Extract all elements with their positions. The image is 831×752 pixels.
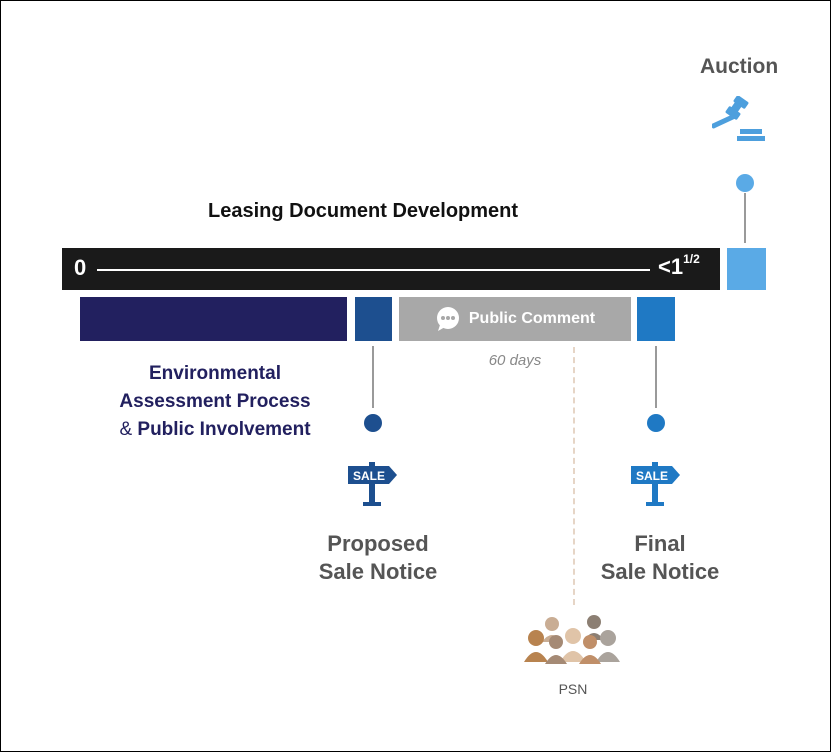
final-connector-line: [655, 346, 657, 408]
auction-marker-dot: [736, 174, 754, 192]
proposed-sale-notice-label: Proposed Sale Notice: [293, 530, 463, 586]
final-line-1: Final: [634, 531, 686, 556]
timeline-end-fraction: 1/2: [683, 252, 700, 266]
final-sale-notice-label: Final Sale Notice: [580, 530, 740, 586]
public-comment-content: Public Comment: [399, 297, 631, 341]
final-sale-sign-icon: SALE: [631, 462, 680, 506]
proposed-marker-dot: [364, 414, 382, 432]
timeline-end-number: <1: [658, 254, 684, 279]
proposed-sale-sign-icon: SALE: [348, 462, 397, 506]
environmental-line-3: & Public Involvement: [100, 416, 330, 444]
environmental-line-2: Assessment Process: [119, 391, 311, 412]
psn-label: PSN: [558, 681, 588, 697]
environmental-line-3-text: Public Involvement: [137, 419, 311, 440]
environmental-process-label: Environmental Assessment Process & Publi…: [100, 360, 330, 444]
auction-connector-line: [744, 193, 746, 243]
public-comment-label: Public Comment: [468, 310, 596, 327]
proposed-notice-segment: [355, 297, 392, 341]
speech-bubble-icon: [436, 307, 459, 331]
timeline-end-label: <11/2: [658, 252, 700, 280]
auction-title: Auction: [700, 55, 779, 78]
final-sign-text: SALE: [636, 469, 668, 483]
final-line-2: Sale Notice: [600, 559, 720, 584]
final-notice-segment: [637, 297, 675, 341]
leasing-document-title: Leasing Document Development: [208, 200, 519, 222]
people-group-icon: [524, 615, 620, 664]
proposed-line-1: Proposed: [327, 531, 429, 556]
proposed-sign-text: SALE: [353, 469, 385, 483]
auction-phase-block: [727, 248, 766, 290]
proposed-connector-line: [372, 346, 374, 408]
gavel-icon: [712, 96, 765, 141]
environmental-amp: &: [119, 419, 138, 440]
final-marker-dot: [647, 414, 665, 432]
public-comment-duration: 60 days: [488, 352, 542, 369]
proposed-line-2: Sale Notice: [318, 559, 438, 584]
timeline-line: [97, 269, 650, 271]
environmental-segment: [80, 297, 347, 341]
timeline-start-label: 0: [74, 255, 87, 280]
environmental-line-1: Environmental: [149, 363, 281, 384]
psn-dashed-connector: [573, 347, 575, 605]
